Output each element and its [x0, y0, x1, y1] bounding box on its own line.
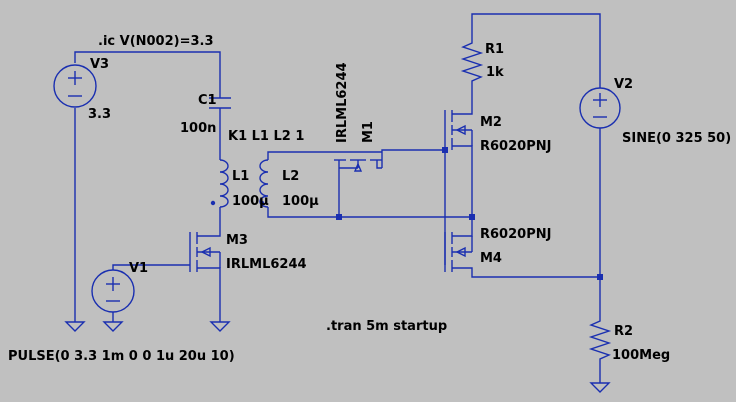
ic-directive[interactable]: .ic V(N002)=3.3	[98, 34, 214, 49]
c1-capacitor-symbol[interactable]	[209, 95, 231, 113]
l2-value-label[interactable]: 100µ	[282, 194, 319, 209]
r2-value-label[interactable]: 100Meg	[612, 348, 670, 363]
v1-value-label[interactable]: PULSE(0 3.3 1m 0 0 1u 20u 10)	[8, 349, 235, 364]
l2-inductor-symbol[interactable]	[259, 159, 269, 208]
r2-ref-label: R2	[614, 324, 633, 339]
m3-value-label[interactable]: IRLML6244	[226, 257, 307, 272]
r1-resistor-symbol[interactable]	[460, 37, 484, 85]
l1-value-label[interactable]: 100µ	[232, 194, 269, 209]
v2-ref-label: V2	[614, 77, 633, 92]
m4-ref-label: M4	[480, 251, 502, 266]
ground-icon	[102, 321, 124, 332]
l2-ref-label: L2	[282, 169, 299, 184]
coupling-directive[interactable]: K1 L1 L2 1	[228, 129, 304, 144]
junctions	[336, 147, 603, 280]
m2-mosfet-symbol[interactable]	[444, 108, 473, 150]
m4-mosfet-symbol[interactable]	[444, 232, 473, 272]
ground-icon	[64, 321, 86, 332]
l1-ref-label: L1	[232, 169, 249, 184]
m1-ref-label: M1	[361, 121, 376, 143]
v3-source-symbol[interactable]	[53, 64, 97, 108]
m1-mosfet-symbol[interactable]	[334, 151, 382, 172]
r1-ref-label: R1	[485, 42, 504, 57]
v1-source-symbol[interactable]	[91, 269, 135, 313]
m1-value-label[interactable]: IRLML6244	[335, 62, 350, 143]
wires	[74, 13, 601, 383]
m2-value-label[interactable]: R6020PNJ	[480, 139, 551, 154]
m4-value-label[interactable]: R6020PNJ	[480, 227, 551, 242]
ground-icon	[589, 382, 611, 393]
v3-ref-label: V3	[90, 57, 109, 72]
m2-ref-label: M2	[480, 115, 502, 130]
l1-inductor-symbol[interactable]	[210, 159, 229, 208]
c1-value-label[interactable]: 100n	[180, 121, 216, 136]
tran-directive[interactable]: .tran 5m startup	[326, 319, 447, 334]
c1-ref-label: C1	[198, 93, 217, 108]
v2-source-symbol[interactable]	[579, 87, 621, 129]
r1-value-label[interactable]: 1k	[486, 65, 504, 80]
v2-value-label[interactable]: SINE(0 325 50)	[622, 131, 731, 146]
r2-resistor-symbol[interactable]	[588, 315, 612, 365]
m3-ref-label: M3	[226, 233, 248, 248]
ground-icon	[209, 321, 231, 332]
m3-mosfet-symbol[interactable]	[189, 232, 221, 272]
v1-ref-label: V1	[129, 261, 148, 276]
v3-value-label[interactable]: 3.3	[88, 107, 111, 122]
